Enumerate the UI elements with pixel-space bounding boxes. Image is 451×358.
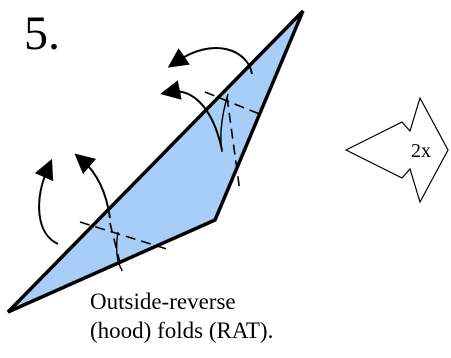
hollow-arrow-right-icon — [344, 96, 449, 204]
curved-arrow-icon — [160, 80, 223, 151]
curved-arrow-icon — [167, 47, 253, 75]
step-number: 5. — [24, 7, 60, 60]
lower-fold-lines — [79, 221, 171, 272]
caption-line-2: (hood) folds (RAT). — [90, 318, 274, 343]
caption-line-1: Outside-reverse — [90, 289, 236, 314]
caption: Outside-reverse (hood) folds (RAT). — [90, 287, 273, 345]
repeat-indicator: 2x — [344, 96, 449, 204]
repeat-count: 2x — [411, 140, 431, 162]
curved-arrow-icon — [74, 153, 111, 219]
paper-shape — [6, 9, 305, 314]
curved-arrow-icon — [34, 158, 59, 245]
